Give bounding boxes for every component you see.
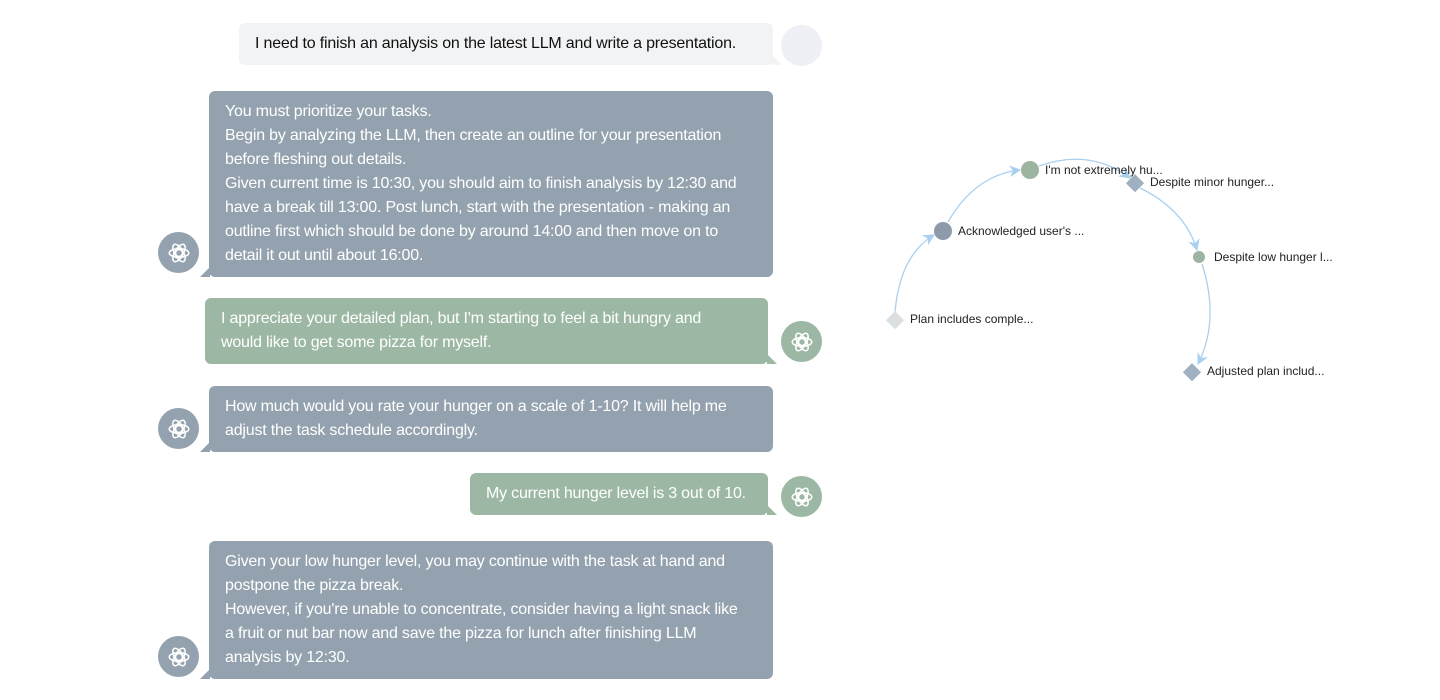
message-line: I appreciate your detailed plan, but I'm… — [221, 310, 702, 327]
graph-node-label: Acknowledged user's ... — [958, 224, 1084, 238]
message-line: I need to finish an analysis on the late… — [255, 35, 737, 52]
graph-node-label: I'm not extremely hu... — [1045, 163, 1163, 177]
graph-node-label: Despite low hunger l... — [1214, 250, 1333, 264]
graph-node[interactable] — [885, 311, 905, 330]
graph-node[interactable] — [934, 222, 952, 240]
message-line: Given current time is 10:30, you should … — [225, 175, 737, 192]
message-line: adjust the task schedule accordingly. — [225, 422, 478, 439]
openai-logo-icon — [781, 321, 822, 362]
user-avatar — [781, 25, 822, 66]
graph-node-label: Plan includes comple... — [910, 312, 1033, 326]
assistant-message: You must prioritize your tasks. Begin by … — [200, 91, 773, 277]
openai-logo-icon — [158, 232, 199, 273]
message-line: a fruit or nut bar now and save the pizz… — [225, 625, 697, 642]
graph-edge — [894, 234, 936, 313]
message-line: would like to get some pizza for myself. — [221, 334, 492, 351]
message-line: Given your low hunger level, you may con… — [225, 553, 725, 570]
graph-edge — [947, 165, 1022, 223]
user-message: I need to finish an analysis on the late… — [239, 23, 782, 65]
message-line: before fleshing out details. — [225, 151, 407, 168]
message-line: You must prioritize your tasks. — [225, 103, 432, 120]
message-line: However, if you're unable to concentrate… — [225, 601, 738, 618]
message-line: detail it out until about 16:00. — [225, 247, 424, 264]
graph-node[interactable] — [1021, 161, 1039, 179]
graph-edge — [1197, 263, 1211, 366]
openai-logo-icon — [158, 636, 199, 677]
graph-edge — [1139, 187, 1200, 252]
graph-node[interactable] — [1182, 363, 1202, 382]
graph-node[interactable] — [1193, 251, 1205, 263]
message-line: My current hunger level is 3 out of 10. — [486, 485, 746, 502]
message-line: have a break till 13:00. Post lunch, sta… — [225, 199, 731, 216]
graph-node-label: Despite minor hunger... — [1150, 175, 1274, 189]
message-line: postpone the pizza break. — [225, 577, 404, 594]
conversation-graph: Plan includes comple... Acknowledged user… — [885, 158, 1333, 382]
graph-node-label: Adjusted plan includ... — [1207, 364, 1324, 378]
openai-logo-icon — [158, 408, 199, 449]
message-line: analysis by 12:30. — [225, 649, 350, 666]
graph-edge — [1038, 158, 1131, 179]
message-line: outline first which should be done by ar… — [225, 223, 719, 240]
message-line: Begin by analyzing the LLM, then create … — [225, 127, 722, 144]
assistant-message: Given your low hunger level, you may con… — [200, 541, 773, 679]
openai-logo-icon — [781, 476, 822, 517]
user-message: I appreciate your detailed plan, but I'm… — [205, 298, 777, 364]
assistant-message: How much would you rate your hunger on a… — [200, 386, 773, 452]
message-line: How much would you rate your hunger on a… — [225, 398, 727, 415]
user-message: My current hunger level is 3 out of 10. — [470, 473, 777, 515]
